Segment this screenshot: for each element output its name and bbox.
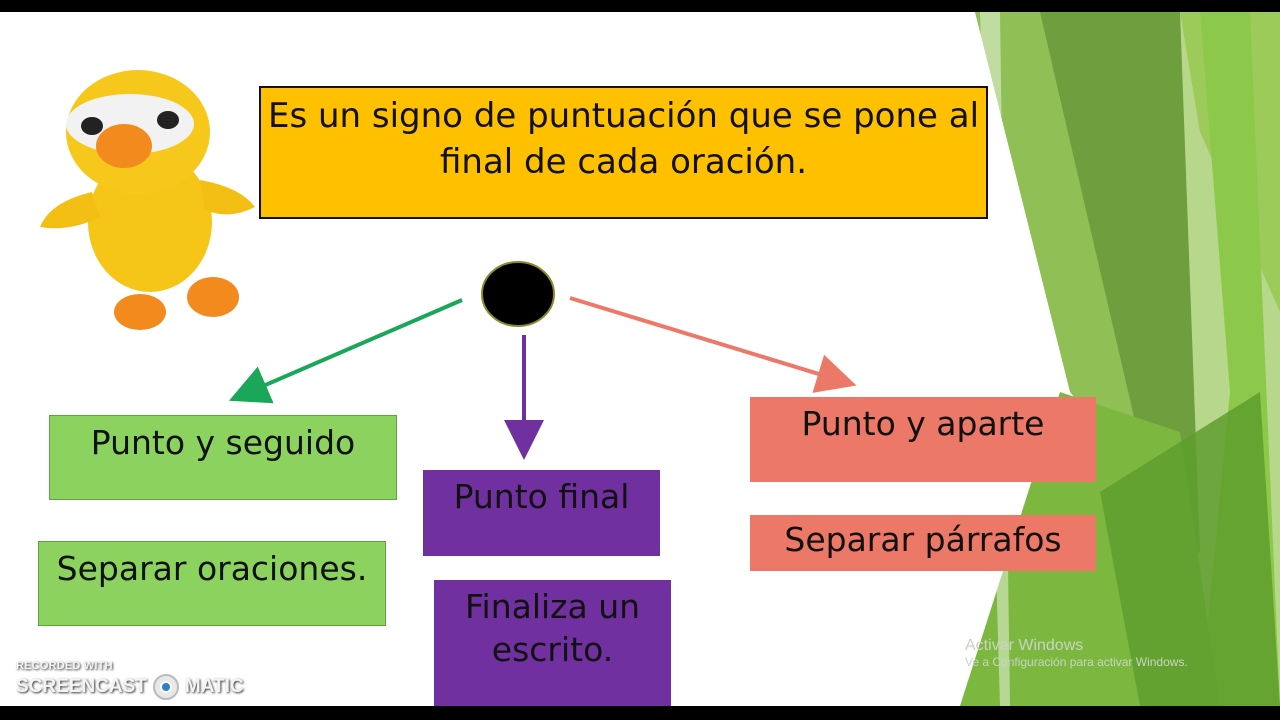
- punto-y-aparte-label: Punto y aparte: [801, 404, 1045, 443]
- punto-y-seguido-label: Punto y seguido: [90, 423, 356, 462]
- punto-final-description-box: Finaliza un escrito.: [434, 580, 671, 706]
- recorded-with-label: RECORDED WITH: [16, 660, 113, 672]
- punto-y-seguido-description: Separar oraciones.: [56, 549, 368, 588]
- punto-y-seguido-box: Punto y seguido: [49, 415, 397, 500]
- definition-box: Es un signo de puntuación que se pone al…: [259, 86, 988, 219]
- period-dot: [481, 261, 555, 327]
- connector-arrows: [228, 261, 857, 460]
- watermark-subtitle: Ve a Configuración para activar Windows.: [965, 655, 1188, 670]
- punto-y-seguido-description-box: Separar oraciones.: [38, 541, 386, 626]
- record-icon: [152, 674, 179, 700]
- punto-y-aparte-box: Punto y aparte: [750, 397, 1096, 482]
- arrow-to-punto-y-seguido: [228, 298, 463, 404]
- punto-final-label: Punto final: [453, 477, 630, 516]
- screencast-o-matic-logo: RECORDED WITH SCREENCAST MATIC: [16, 660, 244, 700]
- punto-y-aparte-description-box: Separar párrafos: [750, 515, 1096, 571]
- windows-activation-watermark: Activar Windows Ve a Configuración para …: [965, 636, 1188, 670]
- slide: Es un signo de puntuación que se pone al…: [0, 12, 1280, 706]
- brand-left: SCREENCAST: [16, 676, 147, 697]
- punto-final-box: Punto final: [423, 470, 660, 556]
- punto-y-aparte-description: Separar párrafos: [784, 520, 1062, 559]
- punto-final-description: Finaliza un escrito.: [464, 587, 641, 669]
- duck-plush-image: [40, 70, 255, 330]
- definition-text: Es un signo de puntuación que se pone al…: [267, 96, 980, 182]
- arrow-to-punto-y-aparte: [569, 296, 857, 393]
- brand-right: MATIC: [184, 676, 244, 697]
- watermark-title: Activar Windows: [965, 637, 1084, 654]
